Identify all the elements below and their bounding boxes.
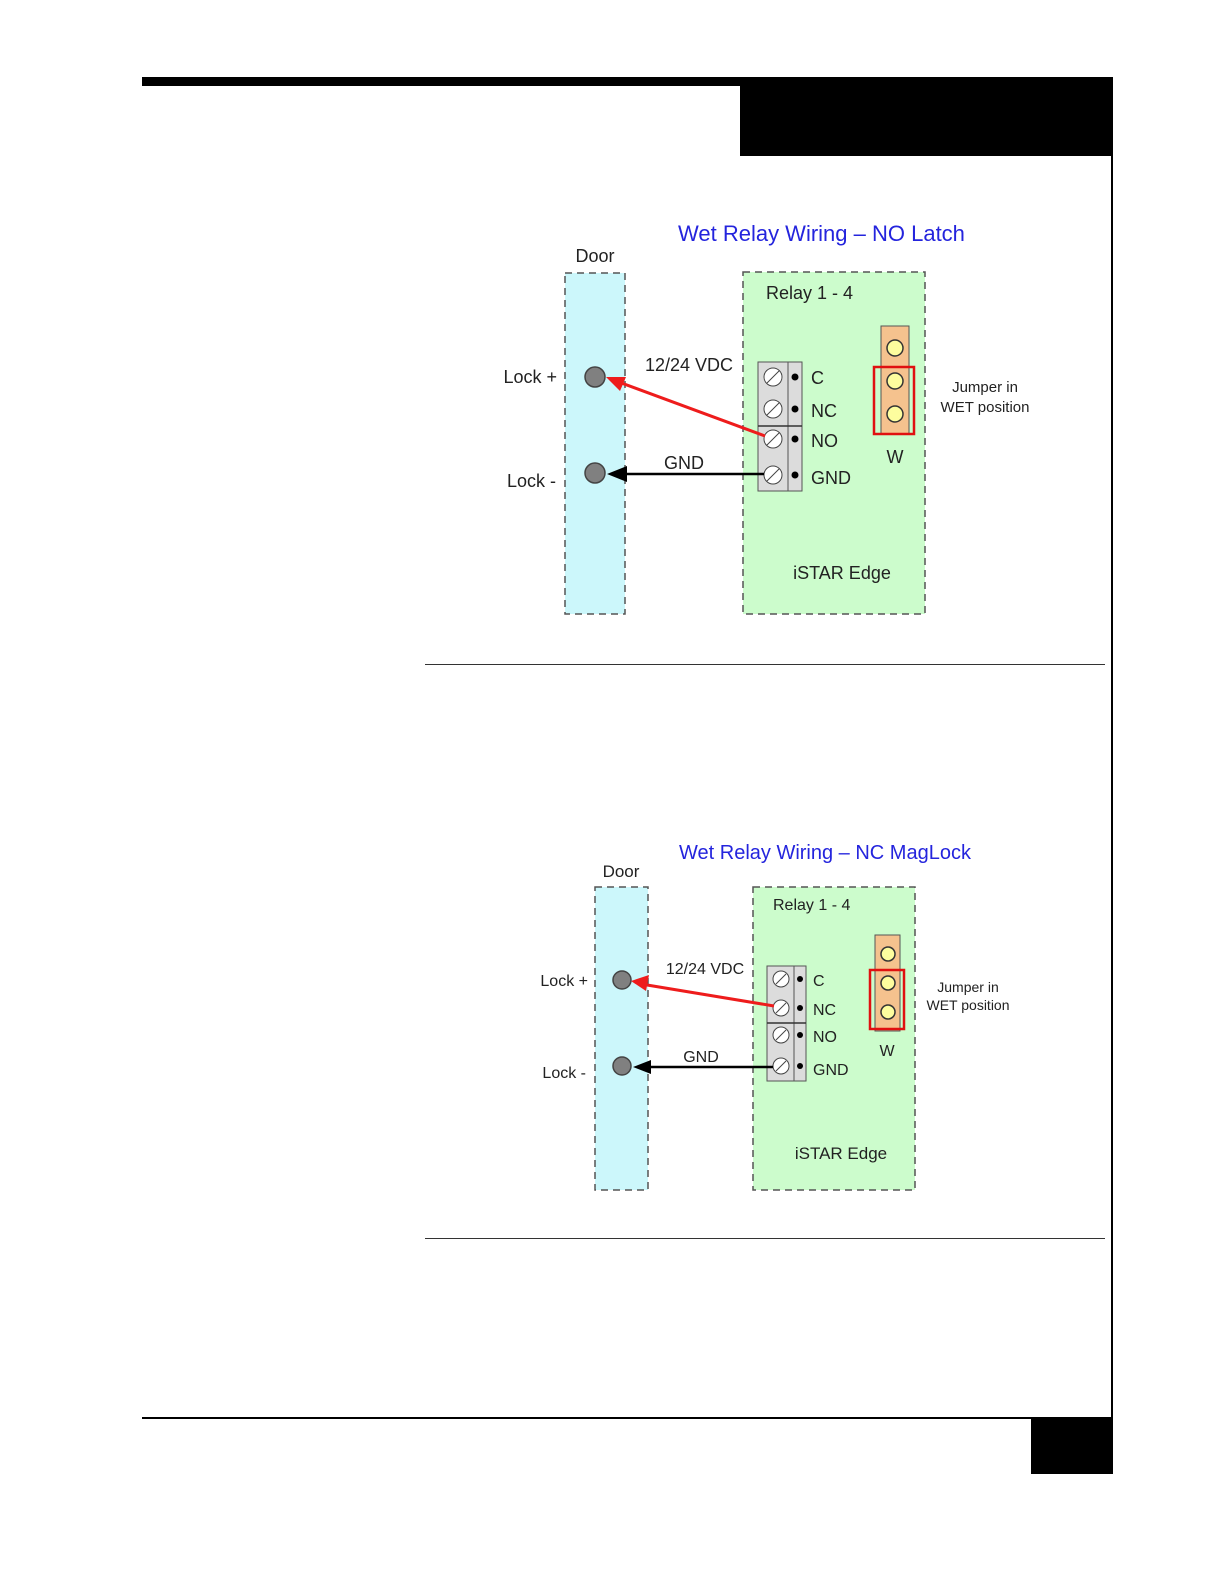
terminal-block: [758, 362, 802, 491]
board-label: iSTAR Edge: [793, 563, 891, 583]
terminal-block: [767, 966, 806, 1081]
board-label: iSTAR Edge: [795, 1144, 887, 1163]
terminal-nc-label: NC: [811, 401, 837, 421]
relay-label: Relay 1 - 4: [766, 283, 853, 303]
door-panel: [565, 273, 625, 614]
lock-minus-label: Lock -: [507, 471, 556, 491]
right-margin-rule: [1111, 86, 1113, 1474]
screw-icon: [764, 400, 782, 418]
door-panel: [595, 887, 648, 1190]
screw-icon: [764, 368, 782, 386]
jumper-pin-label: W: [879, 1043, 895, 1060]
jumper-note-line2: WET position: [927, 997, 1010, 1013]
lock-plus-label: Lock +: [503, 367, 557, 387]
jumper-note-line1: Jumper in: [952, 379, 1018, 396]
voltage-label: 12/24 VDC: [666, 961, 744, 978]
page-number-tab: [1031, 1419, 1113, 1474]
terminal-c-label: C: [813, 973, 825, 990]
jumper-note-line2: WET position: [941, 399, 1030, 416]
jumper-note-line1: Jumper in: [937, 979, 998, 995]
diagram-title: Wet Relay Wiring – NC MagLock: [679, 842, 972, 864]
diagram-separator: [425, 1238, 1105, 1239]
gnd-wire-label: GND: [683, 1049, 719, 1066]
terminal-no-label: NO: [811, 431, 838, 451]
lock-minus-terminal: [613, 1057, 631, 1075]
screw-icon: [773, 971, 789, 987]
terminal-no-label: NO: [813, 1029, 837, 1046]
jumper-header: [870, 935, 904, 1031]
voltage-label: 12/24 VDC: [645, 355, 733, 375]
diagram-no-latch: Wet Relay Wiring – NO Latch Door Relay 1…: [480, 205, 1060, 625]
header-rule: [142, 77, 1113, 86]
screw-icon: [773, 1000, 789, 1016]
lock-minus-terminal: [585, 463, 605, 483]
terminal-c-label: C: [811, 368, 824, 388]
lock-plus-label: Lock +: [540, 973, 588, 990]
lock-plus-terminal: [613, 971, 631, 989]
relay-label: Relay 1 - 4: [773, 897, 850, 914]
diagram-title: Wet Relay Wiring – NO Latch: [678, 221, 965, 246]
terminal-gnd-label: GND: [813, 1062, 849, 1079]
lock-plus-terminal: [585, 367, 605, 387]
diagram-nc-maglock: Wet Relay Wiring – NC MagLock Door Relay…: [520, 830, 1040, 1200]
screw-icon: [773, 1058, 789, 1074]
door-label: Door: [575, 246, 614, 266]
door-label: Door: [603, 862, 640, 881]
header-tab: [740, 86, 1113, 156]
lock-minus-label: Lock -: [542, 1065, 586, 1082]
terminal-nc-label: NC: [813, 1002, 836, 1019]
gnd-wire-label: GND: [664, 453, 704, 473]
footer-rule: [142, 1417, 1112, 1419]
terminal-gnd-label: GND: [811, 468, 851, 488]
screw-icon: [773, 1027, 789, 1043]
jumper-pin-label: W: [887, 447, 904, 467]
diagram-separator: [425, 664, 1105, 665]
screw-icon: [764, 430, 782, 448]
screw-icon: [764, 466, 782, 484]
